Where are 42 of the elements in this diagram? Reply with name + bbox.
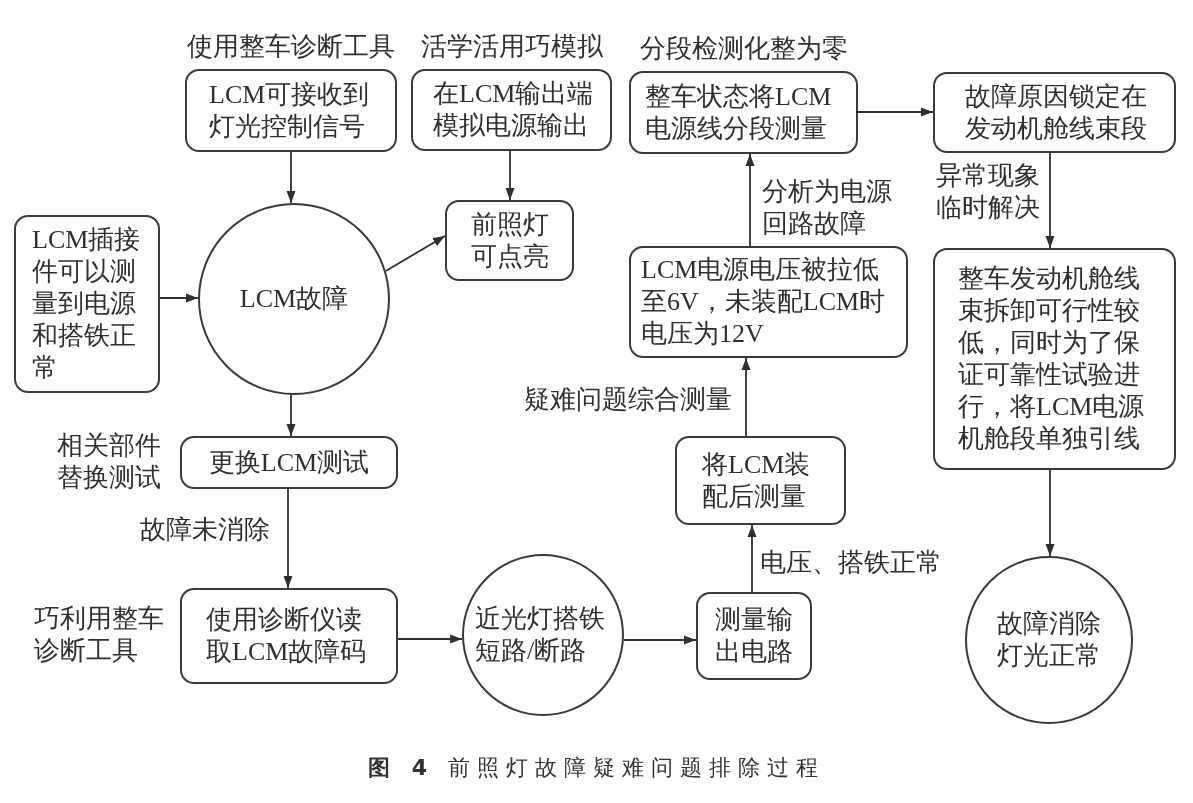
arrow xyxy=(1045,469,1055,557)
step-text: 整车状态将LCM电源线分段测量 xyxy=(645,80,833,145)
step-heading: 活学活用巧模拟 xyxy=(420,31,603,63)
step-text: 近光灯搭铁短路/断路 xyxy=(475,603,606,667)
step-text: LCM插接件可以测量到电源和搭铁正常 xyxy=(32,224,142,384)
arrow xyxy=(505,150,515,201)
step-text: 整车发动机舱线束拆卸可行性较低，同时为了保证可靠性试验进行，将LCM电源机舱段单独引线 xyxy=(958,263,1146,455)
process-box xyxy=(14,215,160,393)
arrow xyxy=(283,488,293,589)
arrow xyxy=(397,634,463,644)
process-box xyxy=(180,436,398,489)
process-box xyxy=(629,246,908,358)
process-box xyxy=(180,588,398,684)
process-box xyxy=(445,200,574,281)
step-text: 使用诊断仪读取LCM故障码 xyxy=(206,604,368,668)
step-text: 更换LCM测试 xyxy=(208,446,370,479)
step-text: 故障原因锁定在发动机舱线束段 xyxy=(965,80,1148,145)
arrow xyxy=(857,107,934,117)
arrow xyxy=(384,235,446,272)
process-box xyxy=(696,592,812,680)
step-text: 故障消除灯光正常 xyxy=(996,608,1102,672)
arrow xyxy=(741,357,751,437)
process-box xyxy=(933,248,1176,470)
step-text: 在LCM输出端模拟电源输出 xyxy=(433,78,595,142)
step-heading: 使用整车诊断工具 xyxy=(187,31,395,63)
arrow xyxy=(745,153,755,247)
step-heading: 分段检测化整为零 xyxy=(639,33,848,65)
step-text: LCM电源电压被拉低至6V，未装配LCM时电压为12V xyxy=(641,254,887,350)
step-text: 将LCM装配后测量 xyxy=(702,448,812,513)
figure-caption: 图 4 前照灯故障疑难问题排除过程 xyxy=(368,754,825,782)
step-text: LCM可接收到灯光控制信号 xyxy=(209,78,371,143)
step-text: LCM故障 xyxy=(239,283,349,315)
process-box xyxy=(933,72,1176,153)
arrow xyxy=(159,293,199,303)
arrow xyxy=(286,151,296,204)
step-text: 前照灯可点亮 xyxy=(469,208,550,273)
process-box xyxy=(675,436,846,525)
arrow xyxy=(622,635,697,645)
arrow xyxy=(747,524,757,593)
arrow xyxy=(286,394,296,437)
step-text: 测量输出电路 xyxy=(714,604,794,668)
arrow xyxy=(1045,152,1055,249)
